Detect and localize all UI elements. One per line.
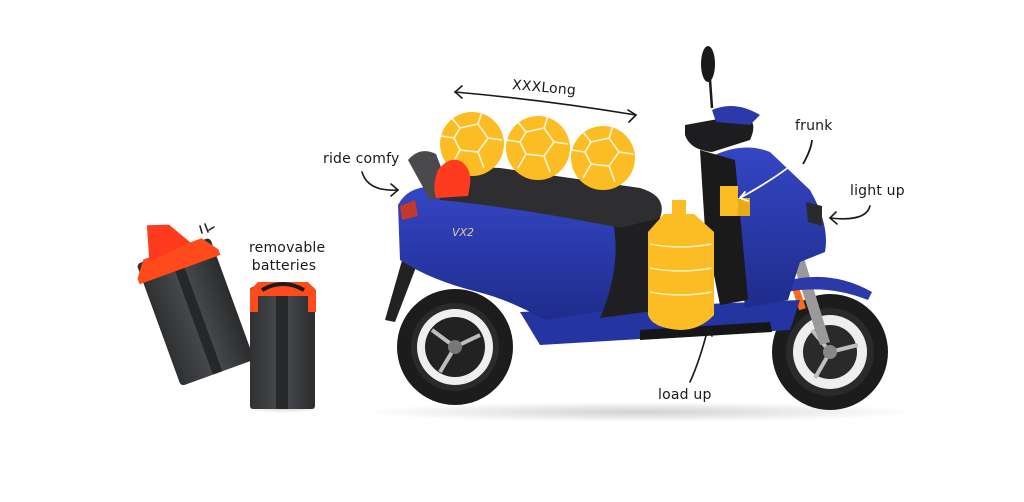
mirror bbox=[701, 46, 715, 82]
load-up-arrow-icon bbox=[689, 327, 709, 383]
label-removable: removable bbox=[249, 240, 326, 256]
battery-tilted bbox=[137, 224, 254, 386]
xxxlong-arrow-icon bbox=[454, 91, 637, 116]
annotation-arrows bbox=[361, 85, 871, 383]
label-removable-batteries: removable batteries bbox=[249, 239, 326, 275]
ground-shadow bbox=[360, 402, 920, 422]
label-light-up: light up bbox=[850, 183, 905, 199]
handlebar bbox=[685, 115, 754, 152]
ride-comfy-arrow-icon bbox=[361, 171, 399, 191]
rear-wheel bbox=[397, 289, 513, 405]
frunk-item bbox=[720, 186, 738, 216]
label-ride-comfy: ride comfy bbox=[323, 151, 400, 167]
seat bbox=[432, 167, 662, 228]
football-icon bbox=[571, 125, 635, 190]
light-up-arrow-icon bbox=[829, 205, 871, 220]
headlight bbox=[806, 202, 822, 226]
hand-pulling-battery-icon bbox=[146, 224, 191, 262]
front-wheel bbox=[772, 294, 888, 410]
model-badge: VX2 bbox=[452, 226, 474, 239]
label-load-up: load up bbox=[658, 387, 712, 403]
label-frunk: frunk bbox=[795, 118, 833, 134]
hand-icon bbox=[434, 159, 471, 198]
scooter: VX2 bbox=[385, 46, 888, 410]
battery-motion-lines-icon bbox=[199, 223, 215, 234]
water-bottle-icon bbox=[648, 200, 714, 330]
label-batteries: batteries bbox=[251, 258, 317, 274]
football-icon bbox=[506, 115, 570, 180]
battery-upright bbox=[250, 282, 316, 409]
